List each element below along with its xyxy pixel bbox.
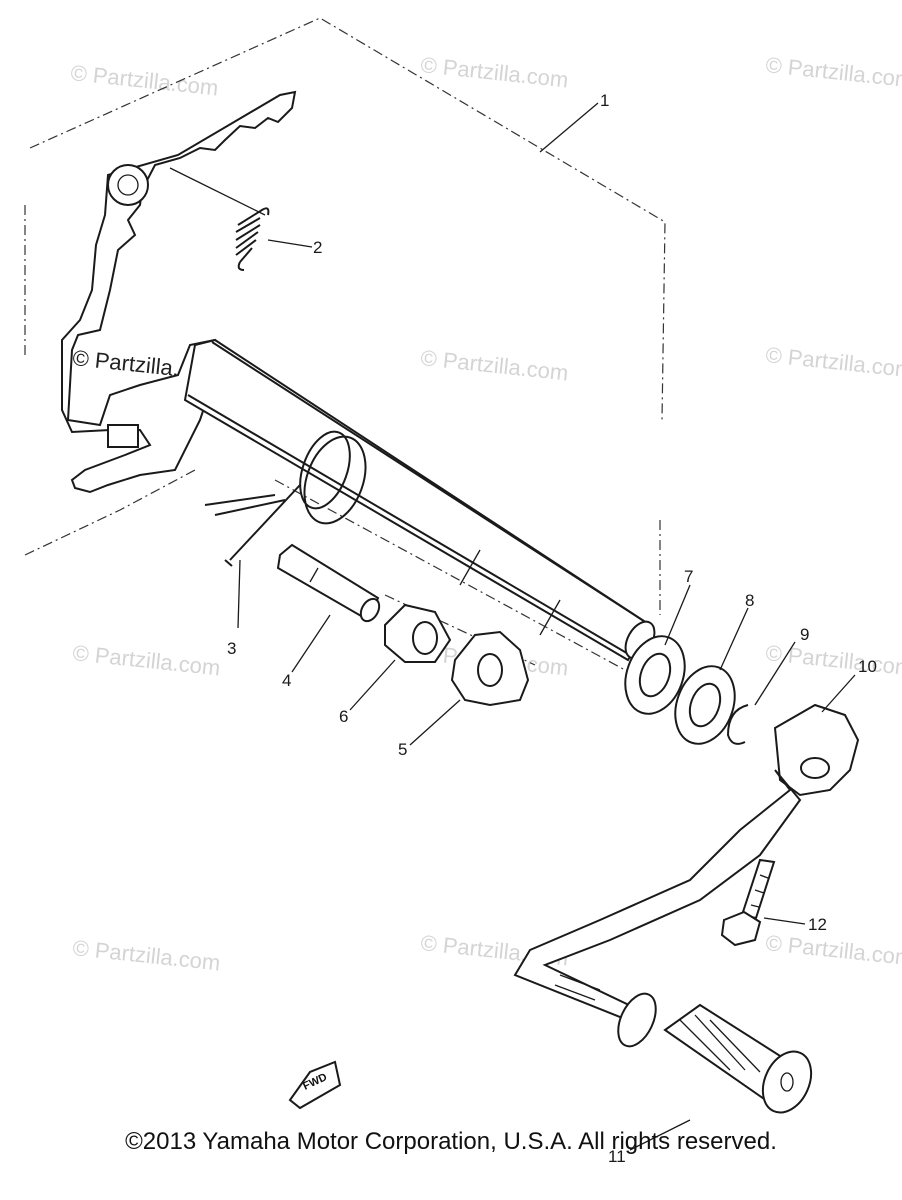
pedal-rubber [663,1003,813,1114]
callout-4: 4 [282,671,291,690]
callout-7: 7 [684,567,693,586]
watermark: © Partzilla.com [764,52,902,92]
watermark: © Partzilla.com [764,640,902,680]
callout-12: 12 [808,915,827,934]
callout-8: 8 [745,591,754,610]
pin [276,543,381,623]
bolt [720,858,776,947]
callout-11: 11 [608,1147,626,1166]
callout-5: 5 [398,740,407,759]
return-spring [204,430,367,567]
copyright-notice: ©2013 Yamaha Motor Corporation, U.S.A. A… [125,1128,777,1155]
watermark: © Partzilla.com [419,345,569,385]
callout-1: 1 [600,91,609,110]
watermark: © Partzilla.com [69,60,219,100]
callouts: 1 2 3 4 5 6 7 8 9 10 11 12 [227,91,877,1166]
fwd-arrow: FWD [288,1060,342,1110]
watermarks: © Partzilla.com © Partzilla.com © Partzi… [69,52,902,975]
nut [384,603,452,663]
spring [235,207,270,271]
watermark: © Partzilla.com [764,342,902,382]
shift-arm-bracket [61,90,297,494]
callout-3: 3 [227,639,236,658]
circlip [726,704,749,745]
callout-2: 2 [313,238,322,257]
shift-shaft [183,338,656,662]
leader-lines [237,102,856,1151]
shift-pedal [513,703,860,1048]
callout-9: 9 [800,625,809,644]
watermark: © Partzilla.com [419,52,569,92]
callout-6: 6 [339,707,348,726]
plate-washer [450,630,530,707]
watermark: © Partzilla.com [764,930,902,970]
callout-10: 10 [858,657,877,676]
washer [674,665,736,745]
watermark: © Partzilla.com [71,935,221,975]
watermark: © Partzilla.com [71,640,221,680]
